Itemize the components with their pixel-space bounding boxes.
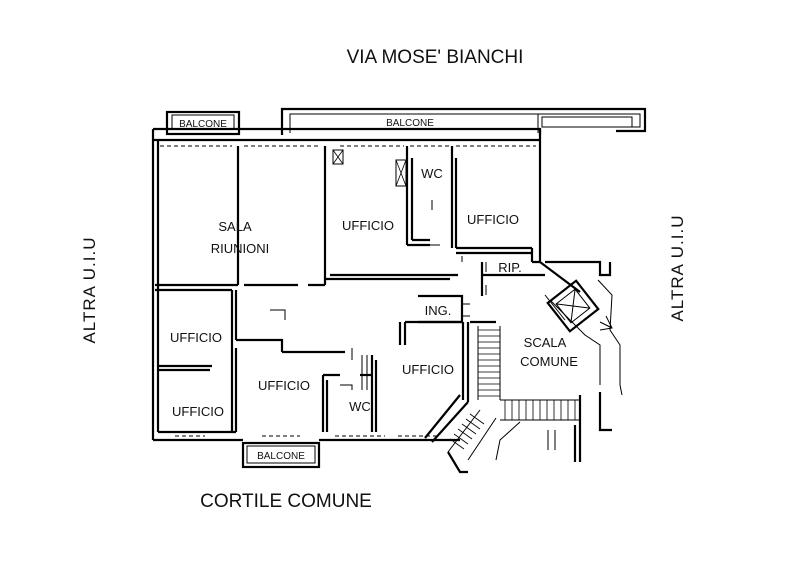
room-sala-riunioni-line1: SALA [218,219,252,234]
room-ufficio-center-bottom: UFFICIO [258,378,310,393]
right-neighbor-label: ALTRA U.I.U [668,214,687,321]
shaft-marks [332,149,407,187]
room-sala-riunioni-line2: RIUNIONI [211,241,270,256]
room-ufficio-left-mid: UFFICIO [170,330,222,345]
room-scala-line1: SCALA [524,335,567,350]
room-ing: ING. [425,303,452,318]
room-ufficio-center-top: UFFICIO [342,218,394,233]
balcony-top-main-label: BALCONE [386,118,434,129]
room-ufficio-center-right: UFFICIO [402,362,454,377]
balcony-bottom-label: BALCONE [257,451,305,462]
room-labels: SALA RIUNIONI UFFICIO WC UFFICIO RIP. IN… [170,166,578,419]
room-ufficio-top-right: UFFICIO [467,212,519,227]
room-scala-line2: COMUNE [520,354,578,369]
room-rip: RIP. [498,260,522,275]
balcony-top-main: BALCONE [280,107,647,135]
street-label: VIA MOSE' BIANCHI [347,47,524,68]
courtyard-label: CORTILE COMUNE [200,491,372,512]
balcony-top-left-label: BALCONE [179,119,227,130]
room-wc-bottom: WC [349,399,371,414]
outer-walls [151,127,542,442]
room-ufficio-left-bottom: UFFICIO [172,404,224,419]
balcony-bottom: BALCONE [241,441,321,469]
interior-walls [155,146,545,432]
room-wc-top: WC [421,166,443,181]
left-neighbor-label: ALTRA U.I.U [80,236,99,343]
balcony-top-left: BALCONE [165,110,241,136]
common-stair [424,260,623,474]
